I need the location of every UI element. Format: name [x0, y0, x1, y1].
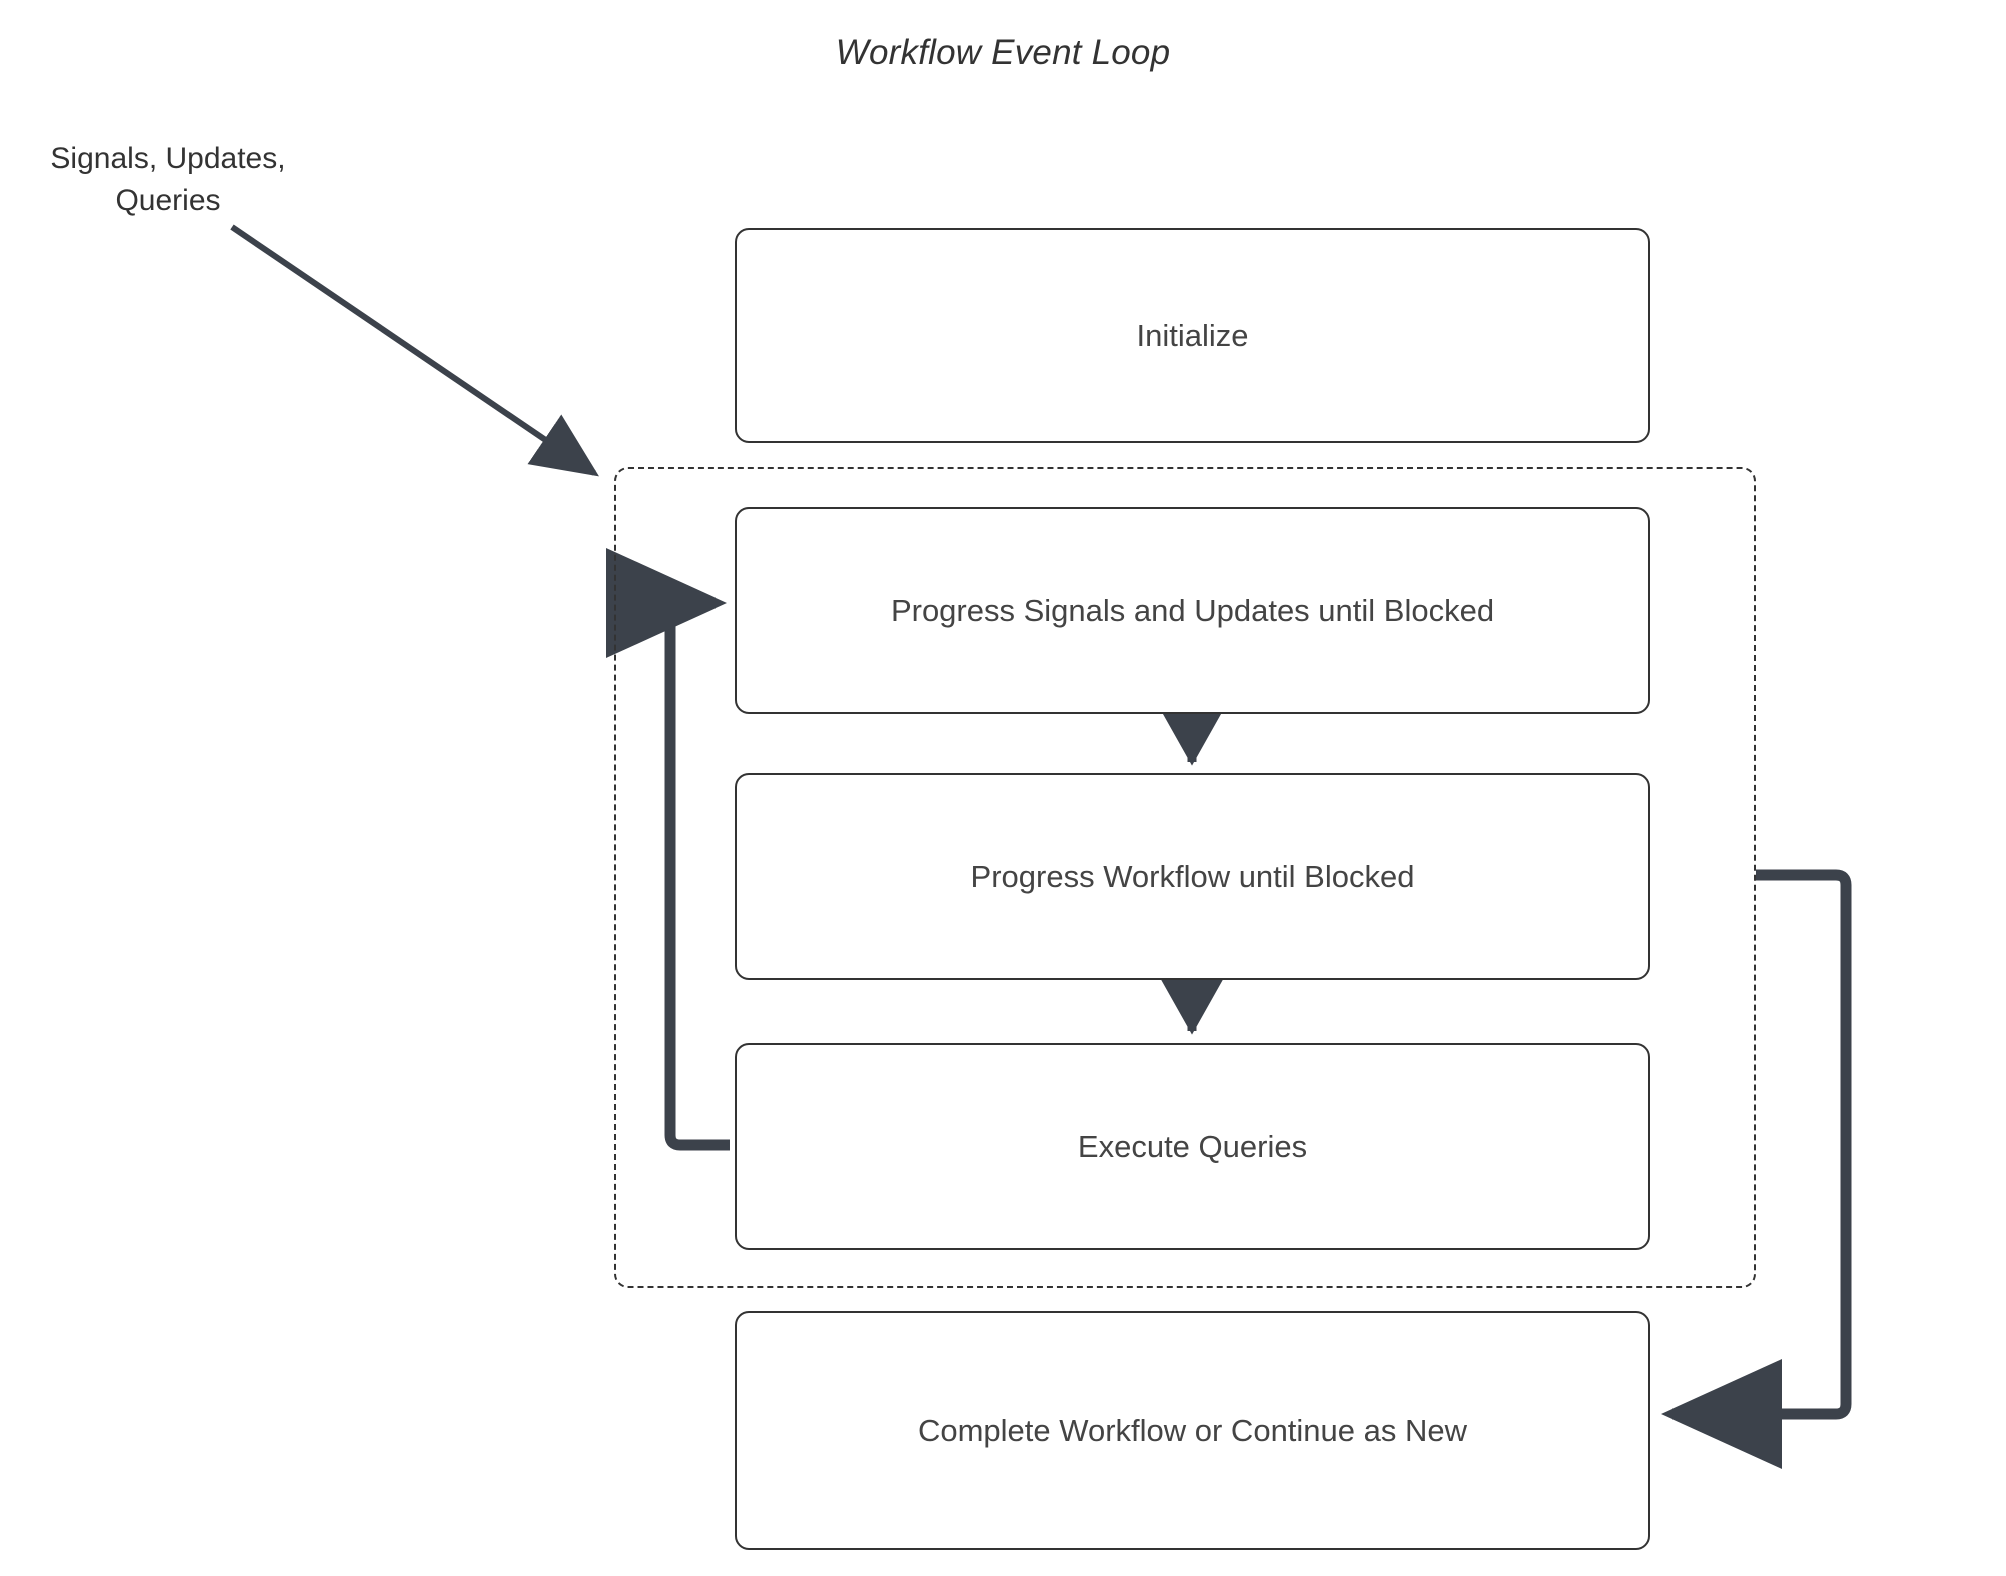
node-execute-queries[interactable]: Execute Queries — [735, 1043, 1650, 1250]
edge-signals-into-loop — [230, 224, 599, 477]
page-title: Workflow Event Loop — [835, 33, 1171, 72]
node-progress-signals-label: Progress Signals and Updates until Block… — [890, 592, 1495, 628]
node-initialize-label: Initialize — [1136, 317, 1249, 353]
node-progress-workflow-label: Progress Workflow until Blocked — [970, 858, 1415, 894]
event-loop-dashed-group — [614, 467, 1756, 1288]
node-complete-workflow[interactable]: Complete Workflow or Continue as New — [735, 1311, 1650, 1550]
node-complete-workflow-label: Complete Workflow or Continue as New — [917, 1412, 1468, 1448]
node-initialize[interactable]: Initialize — [735, 228, 1650, 443]
node-progress-workflow[interactable]: Progress Workflow until Blocked — [735, 773, 1650, 980]
node-progress-signals-and-updates[interactable]: Progress Signals and Updates until Block… — [735, 507, 1650, 714]
external-input-label: Signals, Updates, Queries — [50, 142, 286, 217]
node-execute-queries-label: Execute Queries — [1077, 1128, 1308, 1164]
